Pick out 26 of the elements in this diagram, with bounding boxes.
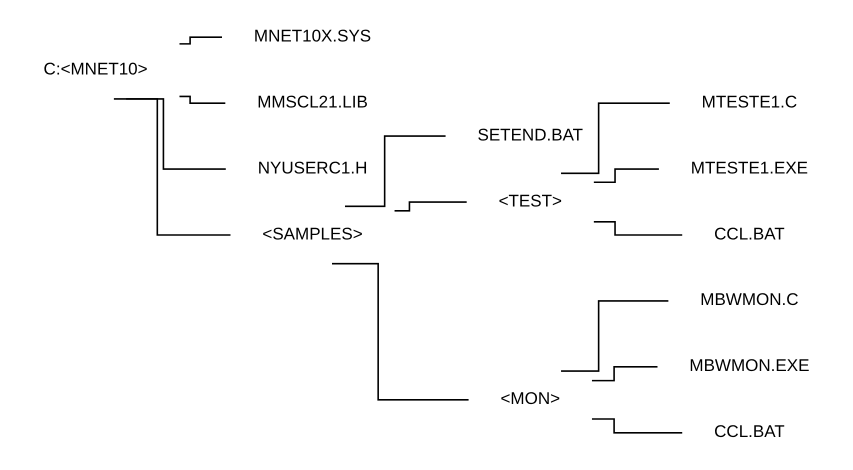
node-text: <TEST> xyxy=(498,192,562,211)
node-text: MNET10X.SYS xyxy=(254,28,372,46)
node-text: MMSCL21.LIB xyxy=(257,94,368,112)
node-text: C:<MNET10> xyxy=(44,60,148,79)
node-text: SETEND.BAT xyxy=(477,126,584,145)
node-text: CCL.BAT xyxy=(714,423,785,442)
node-text: MTESTE1.EXE xyxy=(690,160,808,178)
connector xyxy=(394,201,467,212)
node-text: MBWMON.EXE xyxy=(689,357,810,376)
connector xyxy=(179,96,226,104)
connector xyxy=(561,102,670,174)
connector xyxy=(114,98,230,236)
node-text: CCL.BAT xyxy=(714,225,785,244)
node-text: <MON> xyxy=(500,390,560,408)
connector xyxy=(594,221,682,236)
connector xyxy=(594,168,659,184)
connector xyxy=(592,418,682,434)
connector xyxy=(179,36,222,45)
connector xyxy=(332,262,469,401)
node-text: MTESTE1.C xyxy=(702,94,798,112)
connector xyxy=(344,135,446,208)
node-text: NYUSERC1.H xyxy=(258,160,368,178)
connector xyxy=(592,366,658,382)
node-text: <SAMPLES> xyxy=(262,225,363,244)
node-text: MBWMON.C xyxy=(700,291,799,310)
connector xyxy=(561,300,668,372)
